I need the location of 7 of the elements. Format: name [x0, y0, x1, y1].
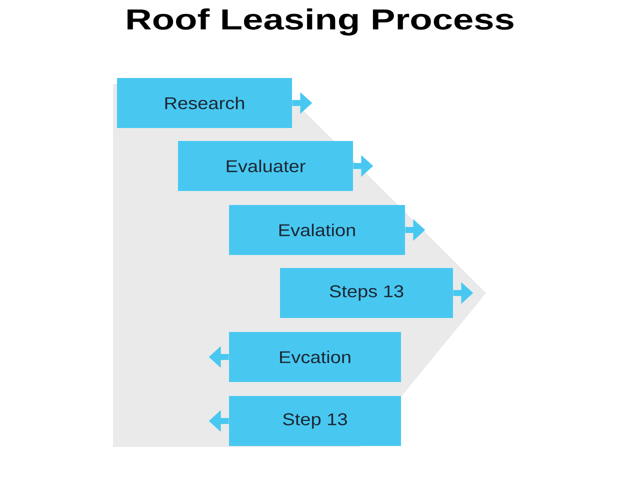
- process-box: Research: [117, 78, 292, 128]
- process-box: Step 13: [229, 396, 401, 446]
- process-box: Evaluater: [178, 140, 353, 191]
- title: Roof Leasing Process: [128, 8, 514, 36]
- process-box: Evcation: [229, 332, 401, 382]
- process-box: Evalation: [229, 204, 405, 255]
- process-box: Steps 13: [280, 268, 453, 318]
